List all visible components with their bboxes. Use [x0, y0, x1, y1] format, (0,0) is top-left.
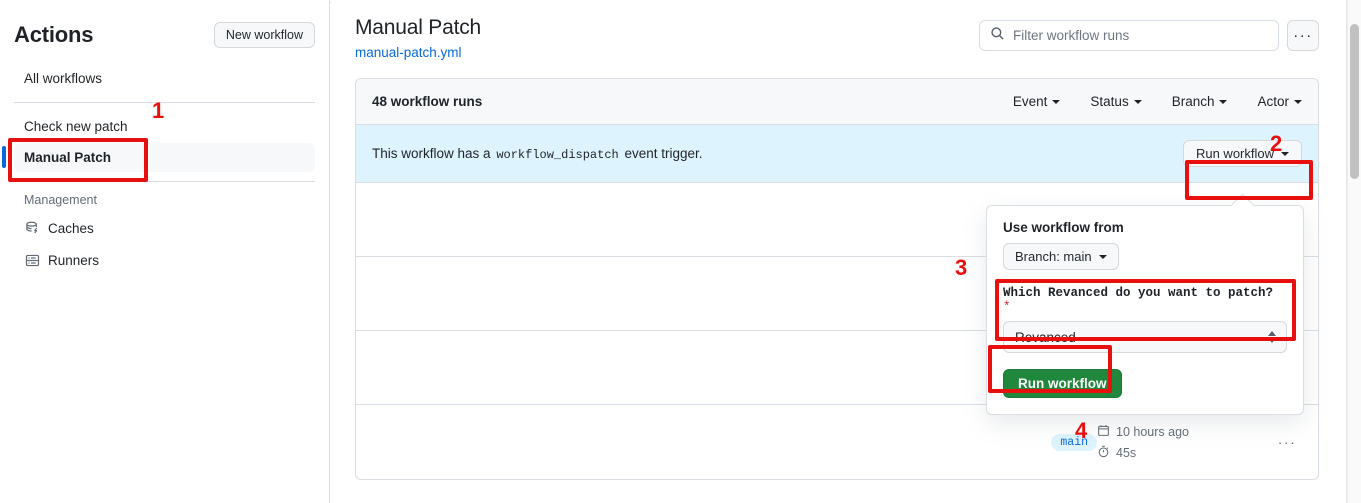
duration-line: 45s	[1097, 445, 1272, 461]
sidebar-divider	[14, 181, 315, 182]
sidebar-item-check-new-patch[interactable]: Check new patch	[14, 112, 315, 141]
table-row[interactable]: main 10 hours ago	[356, 405, 1318, 479]
search-input[interactable]	[1013, 28, 1268, 43]
dispatch-message: This workflow has a workflow_dispatch ev…	[372, 146, 703, 162]
chevron-down-icon	[1133, 99, 1142, 104]
sidebar-item-label: All workflows	[24, 71, 103, 86]
use-workflow-from-label: Use workflow from	[1003, 220, 1124, 235]
run-duration: 45s	[1116, 445, 1137, 460]
sidebar-item-caches[interactable]: Caches	[14, 213, 315, 243]
chevron-down-icon	[1098, 254, 1107, 259]
chevron-down-icon	[1294, 99, 1302, 104]
filter-event[interactable]: Event	[1013, 94, 1061, 109]
submit-run-workflow-button[interactable]: Run workflow	[1003, 369, 1122, 398]
branch-select-label: Branch: main	[1015, 249, 1092, 264]
header-actions: ···	[979, 16, 1319, 51]
required-marker: *	[1003, 300, 1011, 314]
search-box[interactable]	[979, 20, 1279, 51]
sidebar-divider	[14, 102, 315, 103]
run-workflow-popover: Use workflow from Branch: main Which Rev…	[986, 205, 1304, 415]
sidebar-item-label: Caches	[48, 220, 94, 236]
main-content: Manual Patch manual-patch.yml ··· 48 wor…	[331, 0, 1335, 503]
dispatch-text-suffix: event trigger.	[624, 145, 703, 161]
sidebar-item-manual-patch[interactable]: Manual Patch	[2, 143, 315, 172]
select-updown-icon	[1268, 331, 1276, 343]
revanced-select-value: Revanced	[1015, 329, 1076, 345]
main-header: Manual Patch manual-patch.yml ···	[355, 0, 1319, 60]
run-workflow-dropdown-button[interactable]: Run workflow	[1182, 140, 1302, 167]
database-icon	[24, 220, 40, 236]
page-title: Manual Patch	[355, 16, 482, 39]
filter-label: Actor	[1257, 94, 1289, 109]
calendar-icon	[1097, 424, 1110, 440]
revanced-select[interactable]: Revanced	[1003, 321, 1287, 353]
runs-header: 48 workflow runs Event Status Branch	[356, 79, 1318, 125]
server-icon	[24, 252, 40, 268]
sidebar-nav: All workflows Check new patch Manual Pat…	[2, 64, 315, 275]
runs-filters: Event Status Branch Actor	[1013, 94, 1302, 109]
branch-select-button[interactable]: Branch: main	[1003, 243, 1119, 270]
filter-branch[interactable]: Branch	[1172, 94, 1228, 109]
filter-status[interactable]: Status	[1090, 94, 1142, 109]
filter-actor[interactable]: Actor	[1257, 94, 1302, 109]
scroll-gutter-divider	[1346, 0, 1347, 503]
new-workflow-button[interactable]: New workflow	[213, 22, 315, 48]
run-meta: 10 hours ago 45s	[1097, 424, 1272, 461]
field-label-text: Which Revanced do you want to patch?	[1003, 286, 1274, 300]
sidebar-item-all-workflows[interactable]: All workflows	[14, 64, 315, 93]
chevron-down-icon	[1052, 99, 1061, 104]
scrollbar-track[interactable]	[1347, 0, 1361, 503]
chevron-down-icon	[1281, 151, 1289, 156]
stopwatch-icon	[1097, 445, 1110, 461]
sidebar: Actions New workflow All workflows Check…	[0, 0, 330, 503]
search-icon	[990, 26, 1005, 46]
dispatch-event-code: workflow_dispatch	[496, 147, 619, 162]
workflow-dispatch-banner: This workflow has a workflow_dispatch ev…	[356, 125, 1318, 183]
run-workflow-button-label: Run workflow	[1195, 146, 1274, 161]
runs-count: 48 workflow runs	[372, 94, 483, 109]
scrollbar-thumb[interactable]	[1350, 24, 1359, 179]
sidebar-header: Actions New workflow	[14, 0, 315, 58]
run-timestamp: 10 hours ago	[1116, 424, 1189, 439]
filter-label: Event	[1012, 94, 1048, 109]
title-block: Manual Patch manual-patch.yml	[355, 16, 481, 60]
sidebar-item-label: Check new patch	[24, 119, 128, 134]
workflow-file-link[interactable]: manual-patch.yml	[355, 45, 462, 60]
timestamp-line: 10 hours ago	[1097, 424, 1272, 440]
input-field-label: Which Revanced do you want to patch? *	[1003, 286, 1287, 314]
filter-label: Status	[1090, 94, 1129, 109]
branch-badge[interactable]: main	[1051, 433, 1097, 451]
sidebar-item-label: Manual Patch	[24, 150, 112, 165]
more-options-button[interactable]: ···	[1287, 20, 1319, 51]
page-title-actions: Actions	[14, 22, 94, 47]
sidebar-item-runners[interactable]: Runners	[14, 245, 315, 275]
sidebar-section-management: Management	[24, 193, 97, 207]
filter-label: Branch	[1171, 94, 1215, 109]
dispatch-text-prefix: This workflow has a	[372, 145, 491, 161]
row-more-options-button[interactable]: ···	[1277, 434, 1297, 450]
chevron-down-icon	[1219, 99, 1228, 104]
sidebar-item-label: Runners	[48, 252, 100, 268]
